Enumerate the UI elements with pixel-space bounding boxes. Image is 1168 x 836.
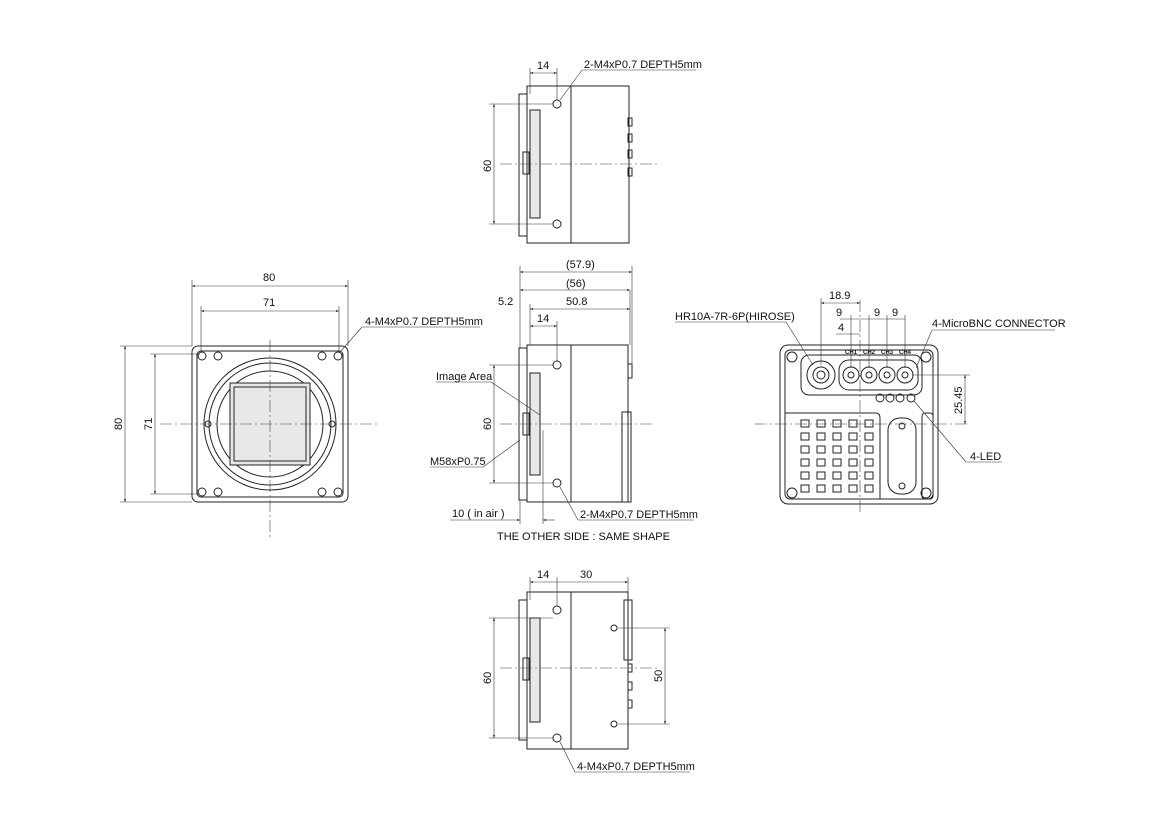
vent-slot (864, 419, 874, 428)
vent-slot (864, 445, 874, 454)
side-body-length: (56) (566, 278, 586, 290)
flange-back-label: 10 ( in air ) (452, 508, 505, 520)
top-view: 14 2-M4xP0.7 DEPTH5mm 60 (482, 59, 702, 244)
bottom-view: 14 30 50 60 4-M4xP0.7 DEPTH5mm (482, 569, 695, 773)
bnc-connector-label: 4-MicroBNC CONNECTOR (932, 318, 1066, 330)
vent-slot (848, 471, 858, 480)
ch2-label: CH2 (863, 350, 876, 356)
top-holes-note: 2-M4xP0.7 DEPTH5mm (584, 59, 702, 71)
vent-slot (800, 458, 810, 467)
dim-9-a: 9 (836, 307, 842, 319)
vent-slot (800, 445, 810, 454)
side-depth-14: 14 (537, 313, 549, 325)
vent-slot (800, 432, 810, 441)
front-width-inner: 71 (263, 297, 275, 309)
dim-25-45: 25.45 (953, 386, 965, 414)
vent-slot (800, 484, 810, 493)
bnc-connectors (842, 366, 914, 384)
vent-slot (864, 484, 874, 493)
vent-slot (832, 484, 842, 493)
front-view: 80 71 80 71 4-M4xP0.7 DEPTH5mm (113, 272, 483, 540)
vent-slot (848, 419, 858, 428)
vent-slot (816, 458, 826, 467)
led-icons (875, 393, 916, 403)
vent-slot (816, 445, 826, 454)
side-flange-5-2: 5.2 (498, 296, 513, 308)
side-total-length: (57.9) (566, 259, 595, 271)
vent-slot (832, 419, 842, 428)
dim-4: 4 (838, 322, 844, 334)
ch3-label: CH3 (881, 350, 894, 356)
top-height-60: 60 (482, 160, 494, 172)
vent-slot (864, 471, 874, 480)
vent-slot (800, 471, 810, 480)
vent-slot (848, 484, 858, 493)
vent-slot (848, 432, 858, 441)
side-height-60: 60 (482, 418, 494, 430)
bottom-height-60: 60 (482, 672, 494, 684)
vent-slot (832, 432, 842, 441)
vent-slot (848, 445, 858, 454)
dim-9-b: 9 (874, 307, 880, 319)
vent-slot (816, 419, 826, 428)
side-view: (57.9) (56) 50.8 5.2 14 Image Area 60 M5… (430, 259, 698, 543)
mount-thread-label: M58xP0.75 (430, 456, 486, 468)
front-holes-note: 4-M4xP0.7 DEPTH5mm (365, 316, 483, 328)
bottom-length-30: 30 (580, 569, 592, 581)
front-height-inner: 71 (143, 418, 155, 430)
bottom-holes-note: 4-M4xP0.7 DEPTH5mm (577, 761, 695, 773)
vent-slot (800, 419, 810, 428)
vent-slot (832, 445, 842, 454)
vent-slot (832, 458, 842, 467)
vent-slot (864, 458, 874, 467)
bottom-spacing-50: 50 (653, 670, 665, 682)
vent-slot (816, 471, 826, 480)
image-area-label: Image Area (436, 371, 493, 383)
led-label: 4-LED (970, 451, 1001, 463)
dim-9-c: 9 (892, 307, 898, 319)
vent-grid (800, 419, 874, 493)
ch4-label: CH4 (899, 350, 912, 356)
dim-18-9: 18.9 (829, 290, 850, 302)
ch1-label: CH1 (845, 350, 858, 356)
top-depth-14: 14 (537, 60, 549, 72)
vent-slot (864, 432, 874, 441)
side-length-50-8: 50.8 (566, 296, 587, 308)
vent-slot (816, 484, 826, 493)
rear-view: CH1 CH2 CH3 CH4 18.9 9 9 9 4 HR10A-7R-6P… (675, 290, 1066, 515)
power-connector-label: HR10A-7R-6P(HIROSE) (675, 311, 795, 323)
vent-slot (832, 471, 842, 480)
other-side-note: THE OTHER SIDE : SAME SHAPE (497, 531, 670, 543)
bottom-depth-14: 14 (537, 569, 549, 581)
vent-slot (816, 432, 826, 441)
front-height-outer: 80 (113, 418, 125, 430)
front-width-outer: 80 (263, 272, 275, 284)
vent-slot (848, 458, 858, 467)
side-holes-note: 2-M4xP0.7 DEPTH5mm (580, 509, 698, 521)
